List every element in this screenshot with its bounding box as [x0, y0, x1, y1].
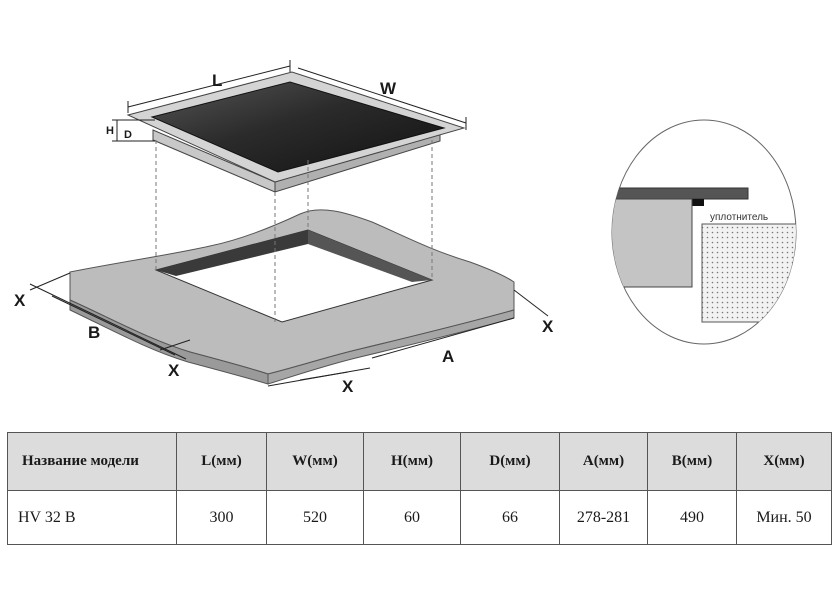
header-model-name: Название модели — [7, 432, 177, 491]
countertop-cutout — [154, 229, 434, 323]
dim-label-a: A — [442, 347, 454, 366]
cell-d: 66 — [460, 490, 560, 545]
dim-label-d: D — [124, 129, 132, 141]
dim-label-x-right: X — [542, 317, 554, 336]
installation-diagram: L W H D B A X X X X уплотнитель — [14, 60, 797, 396]
dim-label-h: H — [106, 125, 114, 137]
cell-b: 490 — [647, 490, 737, 545]
seal-detail-callout: уплотнитель — [611, 119, 797, 345]
dim-label-b: B — [88, 323, 100, 342]
cell-model-name: HV 32 B — [7, 490, 177, 545]
header-x: X(мм) — [736, 432, 832, 491]
header-w: W(мм) — [266, 432, 364, 491]
header-b: B(мм) — [647, 432, 737, 491]
dim-label-x-bottom: X — [342, 377, 354, 396]
dim-label-l: L — [212, 71, 222, 90]
cell-h: 60 — [363, 490, 461, 545]
dimension-lines — [29, 60, 549, 387]
projection-lines — [155, 140, 433, 322]
table-row: HV 32 B 300 520 60 66 278-281 490 Мин. 5… — [7, 490, 832, 545]
header-a: A(мм) — [559, 432, 648, 491]
cell-w: 520 — [266, 490, 364, 545]
header-h: H(мм) — [363, 432, 461, 491]
cell-x: Мин. 50 — [736, 490, 832, 545]
dim-label-x-bottom-left: X — [168, 361, 180, 380]
hob — [126, 71, 466, 193]
dim-label-x-left: X — [14, 291, 26, 310]
header-l: L(мм) — [176, 432, 267, 491]
header-d: D(мм) — [460, 432, 560, 491]
table-header-row: Название модели L(мм) W(мм) H(мм) D(мм) … — [7, 432, 832, 491]
spec-table: Название модели L(мм) W(мм) H(мм) D(мм) … — [7, 432, 832, 545]
seal-label: уплотнитель — [710, 212, 768, 223]
cell-l: 300 — [176, 490, 267, 545]
glass-ceramic-surface — [150, 81, 446, 173]
cell-a: 278-281 — [559, 490, 648, 545]
dim-label-w: W — [380, 79, 397, 98]
